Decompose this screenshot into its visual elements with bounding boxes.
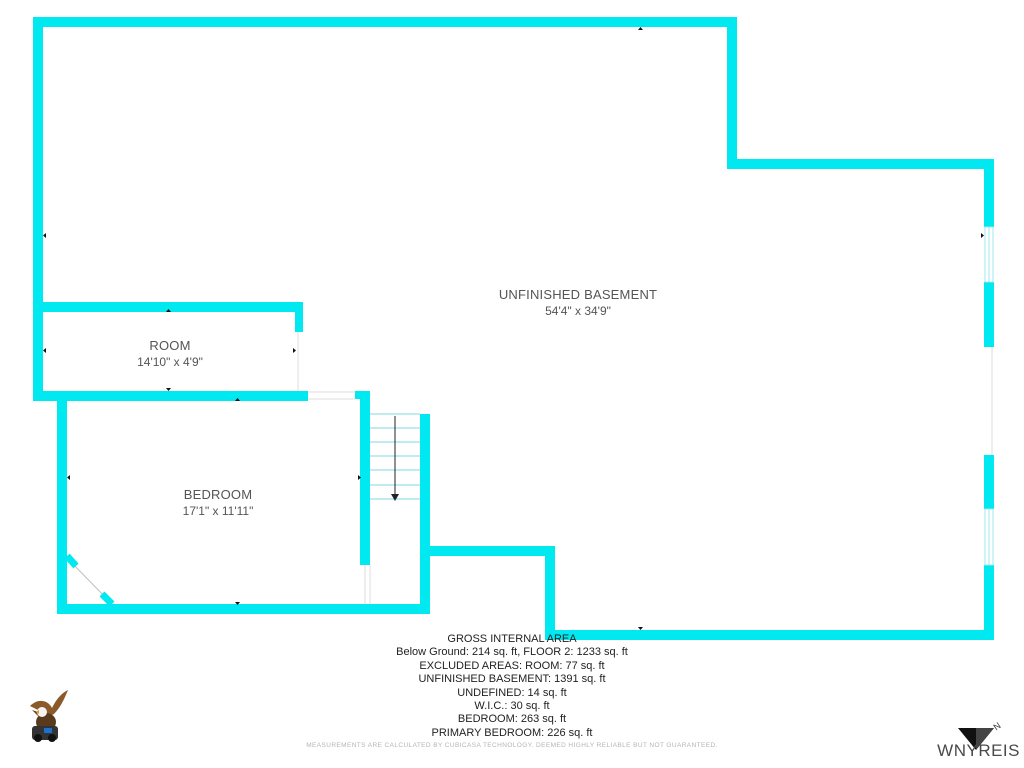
bedroom-label: BEDROOM 17'1" x 11'11": [158, 486, 278, 520]
room-name: ROOM: [149, 338, 191, 353]
wall-bedroom-bottom: [57, 604, 430, 614]
area-line: Below Ground: 214 sq. ft, FLOOR 2: 1233 …: [396, 646, 628, 659]
wall-room-bottom: [33, 391, 308, 401]
wall-top: [33, 17, 737, 27]
stairs-arrow-icon: [391, 416, 399, 501]
walls: [33, 17, 994, 640]
area-line: PRIMARY BEDROOM: 226 sq. ft: [431, 726, 593, 739]
wall-notch-vertical: [545, 546, 555, 640]
bedroom-dimensions: 17'1" x 11'11": [182, 504, 254, 518]
room-dimensions: 14'10" x 4'9": [137, 355, 203, 369]
wall-step-horizontal: [727, 159, 994, 169]
area-line: W.I.C.: 30 sq. ft: [474, 700, 550, 713]
area-line: EXCLUDED AREAS: ROOM: 77 sq. ft: [419, 659, 605, 672]
wall-room-right: [295, 302, 303, 332]
openings: [297, 332, 993, 604]
area-line: BEDROOM: 263 sq. ft: [457, 713, 567, 726]
room-label: ROOM 14'10" x 4'9": [110, 337, 230, 371]
wall-right-3: [984, 455, 994, 509]
wall-bedroom-right: [360, 391, 370, 565]
gross-internal-area: GROSS INTERNAL AREA Below Ground: 214 sq…: [312, 633, 712, 740]
wall-right-4: [984, 565, 994, 640]
area-title: GROSS INTERNAL AREA: [447, 633, 577, 645]
wall-right-2: [984, 282, 994, 347]
wall-notch-horizontal: [420, 546, 555, 556]
wall-bedroom-top-right: [355, 391, 370, 399]
north-arrow-icon: N: [958, 720, 1003, 750]
wall-left-upper: [33, 17, 43, 401]
area-line: UNDEFINED: 14 sq. ft: [457, 686, 567, 699]
wall-room-top: [33, 302, 303, 312]
wall-right-1: [984, 159, 994, 227]
wall-bottom-right: [545, 630, 994, 640]
unfinished-basement-dimensions: 54'4" x 34'9": [545, 304, 611, 318]
unfinished-basement-name: UNFINISHED BASEMENT: [498, 287, 658, 302]
brand-watermark: WNYREIS: [937, 741, 1020, 760]
area-line: UNFINISHED BASEMENT: 1391 sq. ft: [418, 673, 606, 686]
wall-step-vertical: [727, 17, 737, 169]
unfinished-basement-label: UNFINISHED BASEMENT 54'4" x 34'9": [478, 286, 678, 320]
eagle-logo-icon: [30, 690, 68, 742]
wall-bedroom-left: [57, 391, 67, 614]
bedroom-name: BEDROOM: [183, 487, 253, 502]
dimension-markers: [43, 27, 984, 630]
wall-stair-right: [420, 414, 430, 614]
windows: [984, 226, 994, 566]
bedroom-corner-door: [64, 553, 115, 607]
compass-label: N: [991, 720, 1002, 732]
disclaimer-text: MEASUREMENTS ARE CALCULATED BY CUBICASA …: [306, 742, 718, 749]
